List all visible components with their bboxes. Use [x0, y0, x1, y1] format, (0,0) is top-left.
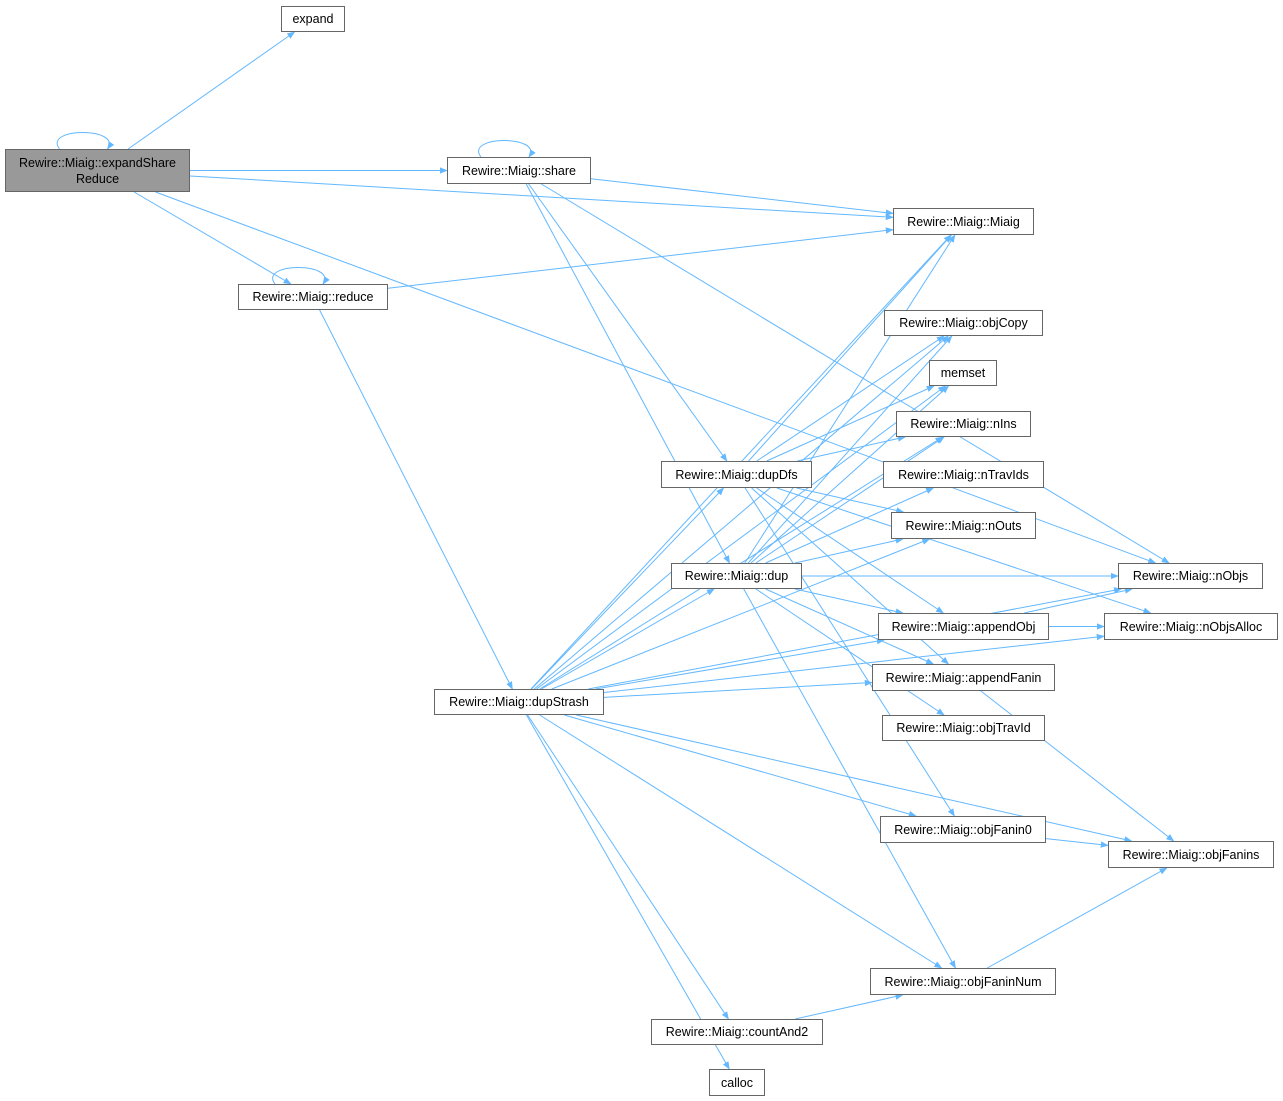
edge-reduce-to-dupstrash: [319, 309, 513, 690]
node-nObjs[interactable]: Rewire::Miaig::nObjs: [1118, 563, 1263, 589]
node-objFanin0[interactable]: Rewire::Miaig::objFanin0: [880, 816, 1046, 843]
edge-dupdfs-to-nins: [797, 435, 906, 462]
node-share[interactable]: Rewire::Miaig::share: [447, 157, 591, 184]
node-Miaig[interactable]: Rewire::Miaig::Miaig: [893, 208, 1034, 235]
edge-dup-to-nouts: [794, 537, 904, 564]
edge-dup-to-miaig: [744, 234, 956, 564]
edge-dupstrash-to-nobjs: [588, 587, 1123, 690]
edge-dupstrash-to-objcopy: [533, 335, 949, 690]
edge-root-to-root: [56, 132, 115, 150]
edge-root-to-miaig: [189, 175, 894, 221]
edge-dupstrash-to-calloc: [526, 714, 730, 1070]
edge-dupstrash-to-objfanin0: [564, 714, 917, 818]
node-reduce[interactable]: Rewire::Miaig::reduce: [238, 284, 388, 310]
node-nOuts[interactable]: Rewire::Miaig::nOuts: [891, 512, 1036, 539]
edge-root-to-reduce: [133, 191, 292, 285]
node-objTravId[interactable]: Rewire::Miaig::objTravId: [882, 715, 1045, 741]
edge-root-to-expand: [127, 31, 296, 150]
edge-dup-to-memset: [750, 385, 950, 564]
edge-dupstrash-to-countand2: [527, 714, 729, 1020]
edge-appendobj-to-nobjs: [1024, 587, 1133, 614]
node-expand[interactable]: expand: [281, 6, 345, 32]
node-memset[interactable]: memset: [929, 360, 997, 386]
node-expandShareReduce: Rewire::Miaig::expandShare Reduce: [5, 149, 190, 192]
node-nTravIds[interactable]: Rewire::Miaig::nTravIds: [883, 461, 1044, 488]
edge-appendfanin-to-objfanins: [980, 690, 1175, 842]
edge-dupdfs-to-miaig: [748, 234, 952, 462]
node-appendFanin[interactable]: Rewire::Miaig::appendFanin: [872, 664, 1055, 691]
edge-dup-to-objcopy: [747, 335, 953, 564]
edge-share-to-dup: [525, 183, 730, 564]
edge-dupstrash-to-objfaninnum: [539, 714, 943, 969]
edge-dupstrash-to-memset: [536, 385, 947, 690]
edge-dupstrash-to-nouts: [551, 538, 931, 690]
edge-dupstrash-to-appendobj: [595, 638, 885, 690]
edge-dupstrash-to-dupdfs: [531, 487, 725, 690]
edge-root-to-nobjs: [155, 191, 1157, 564]
node-dupStrash[interactable]: Rewire::Miaig::dupStrash: [434, 689, 604, 715]
edge-reduce-to-reduce: [272, 267, 330, 285]
edge-dupdfs-to-memset: [766, 385, 935, 462]
node-dupDfs[interactable]: Rewire::Miaig::dupDfs: [661, 461, 812, 488]
edge-dupstrash-to-nobjsalloc: [603, 633, 1105, 693]
node-objFanins[interactable]: Rewire::Miaig::objFanins: [1108, 841, 1274, 868]
node-dup[interactable]: Rewire::Miaig::dup: [671, 563, 802, 589]
edge-dup-to-objfaninnum: [743, 588, 956, 969]
node-nIns[interactable]: Rewire::Miaig::nIns: [896, 411, 1031, 437]
edge-dupstrash-to-appendfanin: [603, 679, 873, 698]
edge-share-to-miaig: [590, 178, 894, 216]
edge-dup-to-appendfanin: [765, 588, 935, 665]
edge-dup-to-nins: [755, 436, 945, 564]
edge-share-to-share: [478, 140, 536, 158]
edge-share-to-dupdfs: [528, 183, 728, 462]
node-objCopy[interactable]: Rewire::Miaig::objCopy: [884, 310, 1043, 336]
node-countAnd2[interactable]: Rewire::Miaig::countAnd2: [651, 1019, 823, 1045]
edge-objfanin0-to-objfanins: [1045, 838, 1109, 848]
edge-objfaninnum-to-objfanins: [986, 867, 1168, 969]
edge-reduce-to-miaig: [387, 227, 894, 289]
edge-dup-to-appendobj: [794, 588, 904, 615]
edge-countand2-to-objfaninnum: [795, 993, 904, 1020]
edge-share-to-nobjs: [541, 183, 1170, 564]
node-calloc[interactable]: calloc: [709, 1069, 765, 1096]
edge-dup-to-ntravids: [765, 487, 935, 564]
node-objFaninNum[interactable]: Rewire::Miaig::objFaninNum: [870, 968, 1056, 995]
node-nObjsAlloc[interactable]: Rewire::Miaig::nObjsAlloc: [1104, 613, 1278, 640]
edge-dup-to-objtravid: [755, 588, 945, 716]
node-appendObj[interactable]: Rewire::Miaig::appendObj: [878, 613, 1049, 640]
edge-dupstrash-to-dup: [541, 588, 715, 690]
edge-dupstrash-to-objfanins: [576, 714, 1133, 843]
